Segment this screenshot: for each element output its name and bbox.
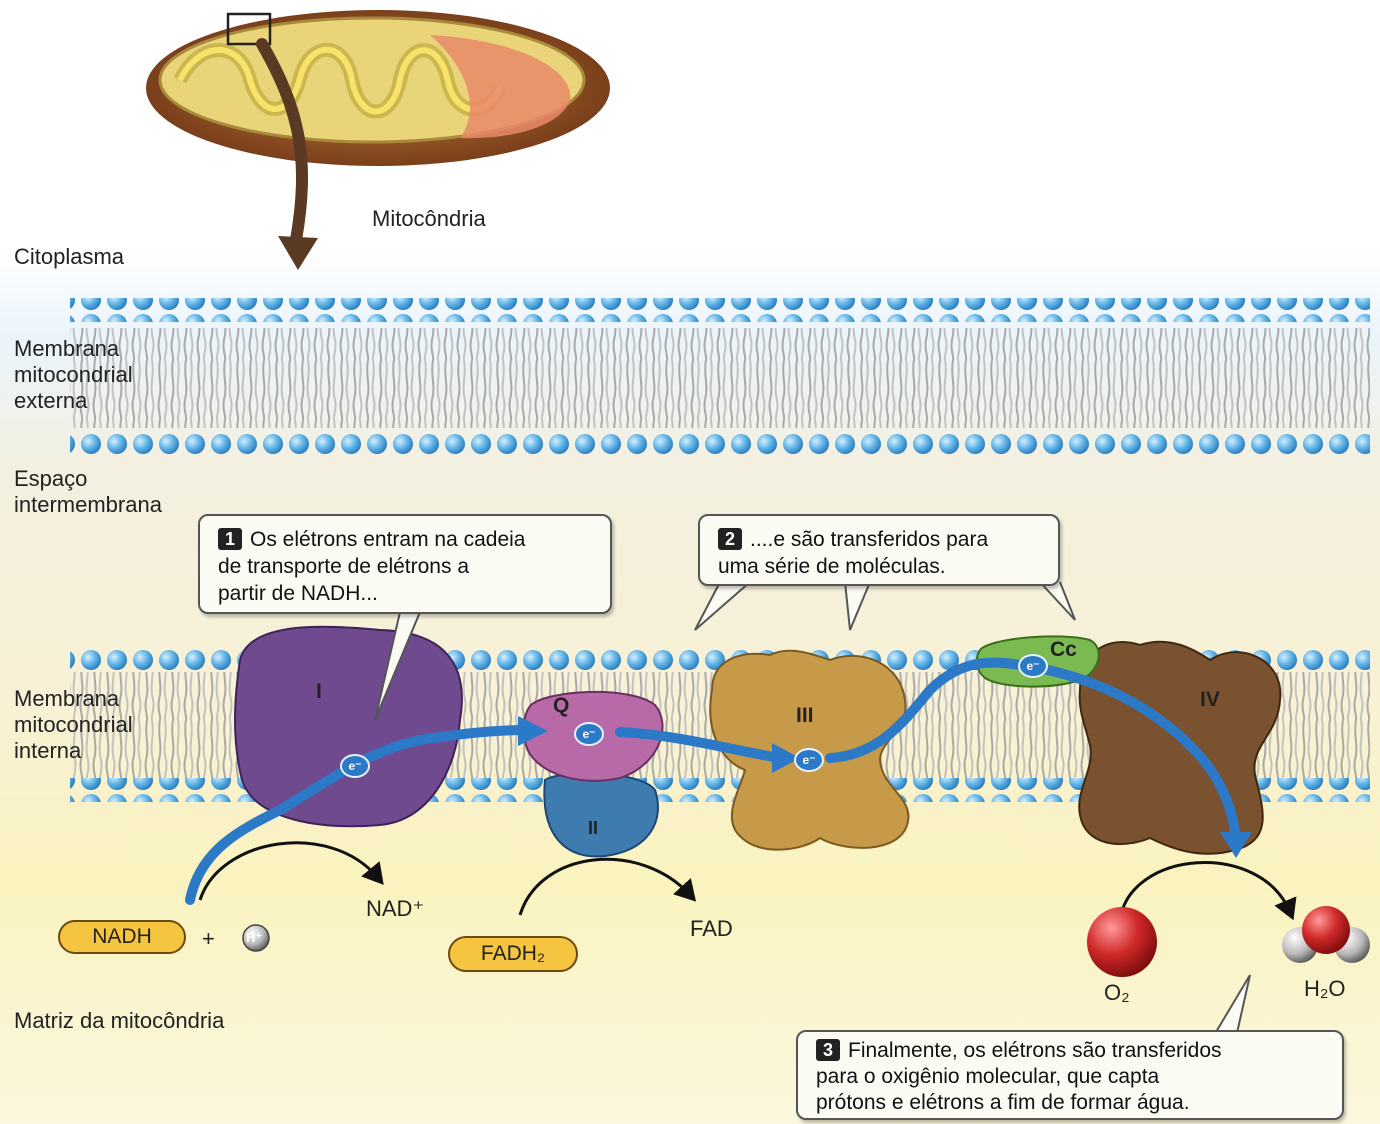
- inner-membrane-label-line2: mitocondrial: [14, 712, 133, 738]
- o2-molecule: [1087, 907, 1157, 977]
- callout-step-2: 2 ....e são transferidos para uma série d…: [698, 514, 1060, 586]
- step-1-line3: partir de NADH...: [218, 580, 596, 607]
- nadh-pill: NADH: [58, 920, 186, 954]
- step-3-line2: para o oxigênio molecular, que capta: [816, 1064, 1328, 1090]
- cytoplasm-label: Citoplasma: [14, 244, 124, 270]
- fadh2-pill: FADH₂: [448, 936, 578, 972]
- complex-i-label: I: [316, 680, 322, 704]
- step-1-line1: Os elétrons entram na cadeia: [250, 528, 525, 551]
- h2o-label: H₂O: [1304, 976, 1346, 1002]
- inner-membrane-label: Membrana mitocondrial interna: [14, 686, 133, 764]
- outer-membrane-label-line2: mitocondrial: [14, 362, 133, 388]
- o2-label: O₂: [1104, 980, 1130, 1006]
- intermembrane-label-line1: Espaço: [14, 466, 162, 492]
- fad-label: FAD: [690, 916, 733, 942]
- intermembrane-label-line2: intermembrana: [14, 492, 162, 518]
- step-1-badge: 1: [218, 528, 242, 550]
- complex-iii-label: III: [796, 704, 814, 728]
- intermembrane-space-label: Espaço intermembrana: [14, 466, 162, 518]
- inner-membrane-label-line3: interna: [14, 738, 133, 764]
- electron-ubiquinone: e⁻: [574, 722, 604, 746]
- outer-membrane-label-line3: externa: [14, 388, 133, 414]
- inner-membrane-label-line1: Membrana: [14, 686, 133, 712]
- outer-membrane-bilayer: [70, 298, 1370, 454]
- ubiquinone-label: Q: [553, 694, 569, 718]
- step-3-line3: prótons e elétrons a fim de formar água.: [816, 1090, 1328, 1116]
- complex-ii-label: II: [588, 818, 598, 839]
- outer-membrane-label-line1: Membrana: [14, 336, 133, 362]
- nad-plus-label: NAD⁺: [366, 896, 424, 922]
- h-plus-label: H⁺: [246, 925, 262, 951]
- callout-step-3: 3 Finalmente, os elétrons são transferido…: [796, 1030, 1344, 1120]
- matrix-label: Matriz da mitocôndria: [14, 1008, 224, 1034]
- callout-step-1: 1 Os elétrons entram na cadeia de transpo…: [198, 514, 612, 614]
- electron-cytochrome-c: e⁻: [1018, 654, 1048, 678]
- step-1-line2: de transporte de elétrons a: [218, 553, 596, 580]
- step-2-line2: uma série de moléculas.: [718, 553, 1044, 580]
- plus-sign: +: [202, 926, 215, 952]
- step-2-line1: ....e são transferidos para: [750, 528, 988, 551]
- electron-complex-iii: e⁻: [794, 748, 824, 772]
- outer-membrane-label: Membrana mitocondrial externa: [14, 336, 133, 414]
- electron-complex-i: e⁻: [340, 754, 370, 778]
- step-3-badge: 3: [816, 1039, 840, 1061]
- complex-iv-label: IV: [1200, 688, 1220, 712]
- cytochrome-c-label: Cc: [1050, 638, 1077, 662]
- step-3-line1: Finalmente, os elétrons são transferidos: [848, 1039, 1222, 1062]
- complex-iv-shape: [1079, 642, 1280, 854]
- complex-i-shape: [235, 627, 462, 827]
- step-2-badge: 2: [718, 528, 742, 550]
- mitochondrion-label: Mitocôndria: [372, 206, 486, 232]
